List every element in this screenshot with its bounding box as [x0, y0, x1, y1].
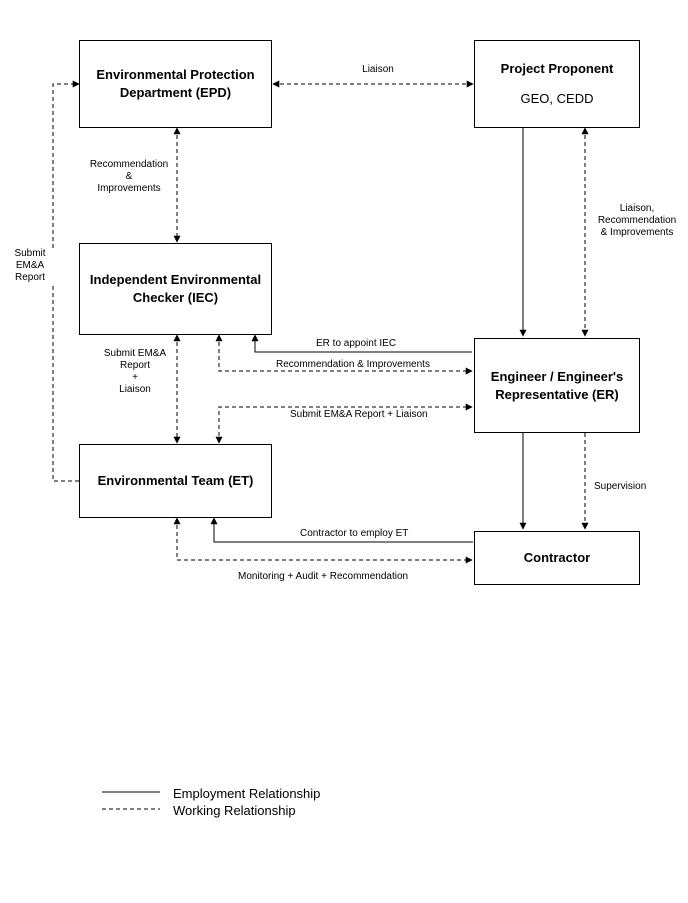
contractor-box: Contractor — [474, 531, 640, 585]
label-submit-report-liaison: Submit EM&A Report + Liaison — [290, 409, 428, 420]
et-box: Environmental Team (ET) — [79, 444, 272, 518]
label-rec-line2: & — [125, 171, 133, 182]
label-liaison-right-line1: Liaison, — [619, 203, 655, 214]
et-title: Environmental Team (ET) — [97, 473, 254, 488]
epd-title-line1: Environmental Protection — [96, 67, 255, 82]
label-submit-left-line1: Submit — [14, 248, 46, 259]
label-submit-mid-line4: Liaison — [119, 384, 151, 395]
label-rec-improvements-vertical: Recommendation & Improvements — [82, 159, 176, 195]
label-submit-mid-line2: Report — [119, 360, 150, 371]
line-et-er-report — [215, 403, 473, 444]
label-er-appoint-iec: ER to appoint IEC — [316, 338, 397, 349]
label-submit-mid-line3: + — [132, 372, 138, 383]
proponent-subtitle: GEO, CEDD — [520, 91, 594, 106]
er-title-line2: Representative (ER) — [495, 386, 619, 402]
label-submit-mid-line1: Submit EM&A — [103, 348, 167, 359]
label-liaison-right-line3: & Improvements — [600, 227, 674, 238]
iec-title-line1: Independent Environmental — [89, 272, 262, 287]
label-supervision: Supervision — [594, 481, 647, 492]
label-submit-left-line3: Report — [14, 272, 45, 283]
legend-working: Working Relationship — [173, 803, 296, 818]
label-submit-mid: Submit EM&A Report + Liaison — [96, 348, 174, 396]
proponent-title: Project Proponent — [500, 61, 614, 76]
contractor-title: Contractor — [523, 550, 591, 565]
er-title-line1: Engineer / Engineer's — [490, 368, 624, 384]
label-monitoring: Monitoring + Audit + Recommendation — [238, 571, 409, 582]
line-et-contractor-monitoring — [173, 517, 473, 564]
epd-title-line2: Department (EPD) — [119, 85, 232, 100]
er-box: Engineer / Engineer's Representative (ER… — [474, 338, 640, 433]
proponent-box: Project Proponent GEO, CEDD — [474, 40, 640, 128]
label-liaison-right: Liaison, Recommendation & Improvements — [589, 203, 685, 239]
label-rec-improvements: Recommendation & Improvements — [276, 359, 430, 370]
line-iec-er-rec — [215, 334, 473, 375]
label-submit-left: Submit EM&A Report — [2, 248, 58, 284]
iec-title-line2: Checker (IEC) — [132, 290, 219, 305]
iec-box: Independent Environmental Checker (IEC) — [79, 243, 272, 335]
epd-box: Environmental Protection Department (EPD… — [79, 40, 272, 128]
label-rec-line1: Recommendation — [89, 159, 169, 170]
label-contractor-employ-et: Contractor to employ ET — [300, 528, 409, 539]
label-rec-line3: Improvements — [97, 183, 161, 194]
label-submit-left-line2: EM&A — [15, 260, 45, 271]
label-liaison-right-line2: Recommendation — [597, 215, 677, 226]
legend-employment: Employment Relationship — [173, 786, 321, 801]
label-liaison: Liaison — [362, 64, 394, 75]
